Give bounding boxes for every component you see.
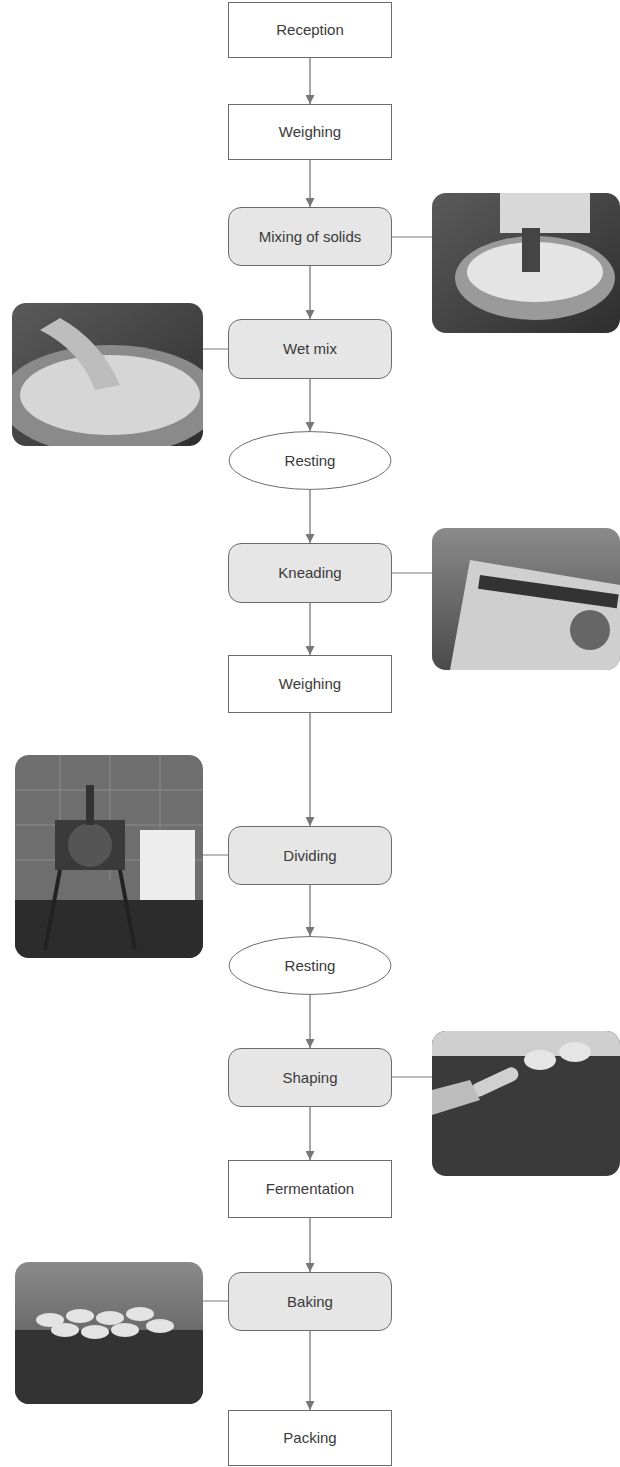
divider-photo (15, 755, 203, 958)
flow-arrow (309, 1107, 310, 1160)
step-label: Mixing of solids (251, 228, 370, 246)
step-label: Fermentation (258, 1180, 362, 1198)
oven-photo (15, 1262, 203, 1404)
process-box-highlighted: Wet mix (228, 319, 392, 379)
process-box-highlighted: Dividing (228, 826, 392, 885)
leader-line (392, 237, 432, 238)
process-box-highlighted: Kneading (228, 543, 392, 603)
flow-arrow (309, 713, 310, 826)
leader-line (392, 573, 432, 574)
flow-arrow (309, 379, 310, 431)
flow-arrow (309, 160, 310, 207)
flow-arrow (309, 490, 310, 543)
step-label: Weighing (271, 123, 349, 141)
process-box: Fermentation (228, 1160, 392, 1218)
mixer-photo (432, 193, 620, 333)
resting-ellipse: Resting (228, 431, 392, 490)
step-label: Kneading (270, 564, 349, 582)
process-box-highlighted: Baking (228, 1272, 392, 1331)
step-label: Baking (279, 1293, 341, 1311)
step-label: Shaping (274, 1069, 345, 1087)
flow-arrow (309, 995, 310, 1048)
leader-line (392, 1077, 432, 1078)
kneader-photo (432, 528, 620, 670)
process-box: Weighing (228, 655, 392, 713)
step-label: Reception (268, 21, 352, 39)
flow-arrow (309, 58, 310, 104)
leader-line (203, 349, 228, 350)
step-label: Wet mix (275, 340, 345, 358)
shaping-photo (432, 1031, 620, 1176)
flow-arrow (309, 1218, 310, 1272)
flow-arrow (309, 266, 310, 319)
leader-line (203, 1301, 228, 1302)
step-label: Packing (275, 1429, 344, 1447)
step-label: Weighing (271, 675, 349, 693)
process-box: Packing (228, 1410, 392, 1466)
process-box: Weighing (228, 104, 392, 160)
resting-ellipse: Resting (228, 936, 392, 995)
step-label: Dividing (275, 847, 344, 865)
step-label: Resting (277, 452, 344, 470)
leader-line (203, 855, 228, 856)
leader-lines (203, 237, 432, 1301)
flow-arrow (309, 603, 310, 655)
process-box-highlighted: Shaping (228, 1048, 392, 1107)
process-box: Reception (228, 2, 392, 58)
flow-arrow (309, 1331, 310, 1410)
wet-mix-photo (12, 303, 203, 446)
ellipse-outline (229, 432, 391, 490)
flow-arrow (309, 885, 310, 936)
step-label: Resting (277, 957, 344, 975)
process-box-highlighted: Mixing of solids (228, 207, 392, 266)
ellipse-outline (229, 937, 391, 995)
